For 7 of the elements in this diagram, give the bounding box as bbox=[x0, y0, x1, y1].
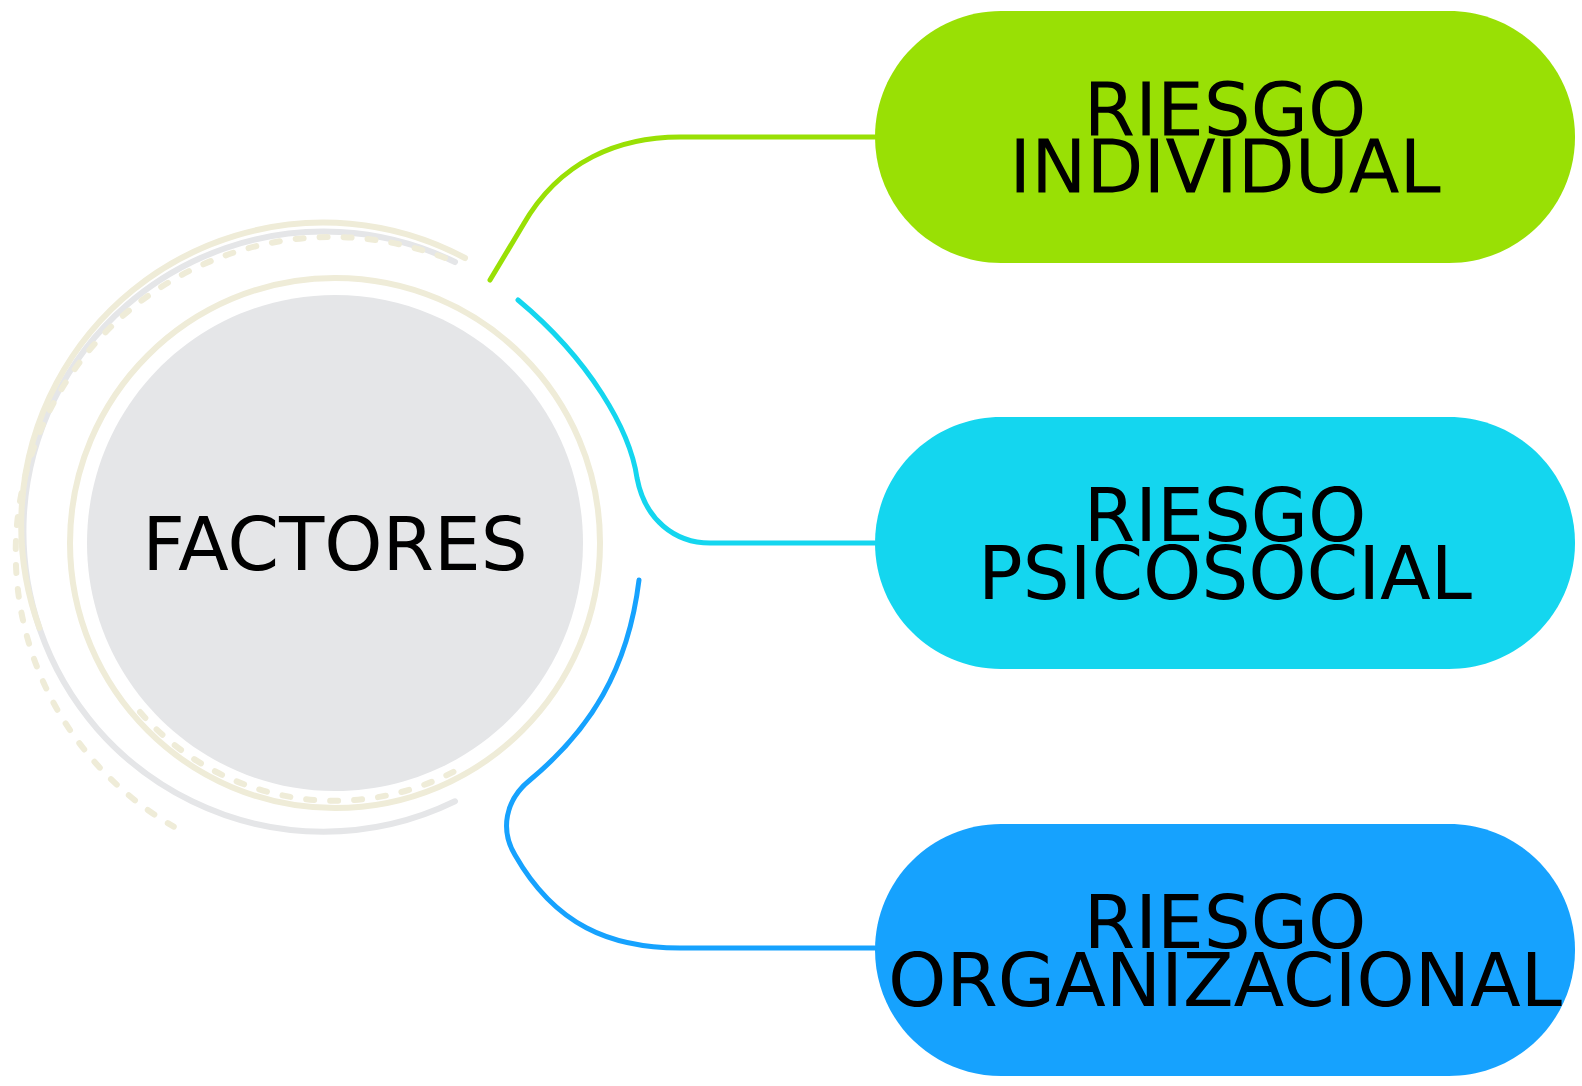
connector-line bbox=[504, 577, 878, 951]
pill-box: RIESGO ORGANIZACIONAL bbox=[875, 824, 1575, 1076]
pill-box: RIESGO INDIVIDUAL bbox=[875, 11, 1575, 263]
connector-line bbox=[515, 297, 878, 546]
circle-node: FACTORES bbox=[87, 295, 583, 791]
pill-box: RIESGO PSICOSOCIAL bbox=[875, 417, 1575, 669]
connector-line bbox=[487, 134, 878, 283]
